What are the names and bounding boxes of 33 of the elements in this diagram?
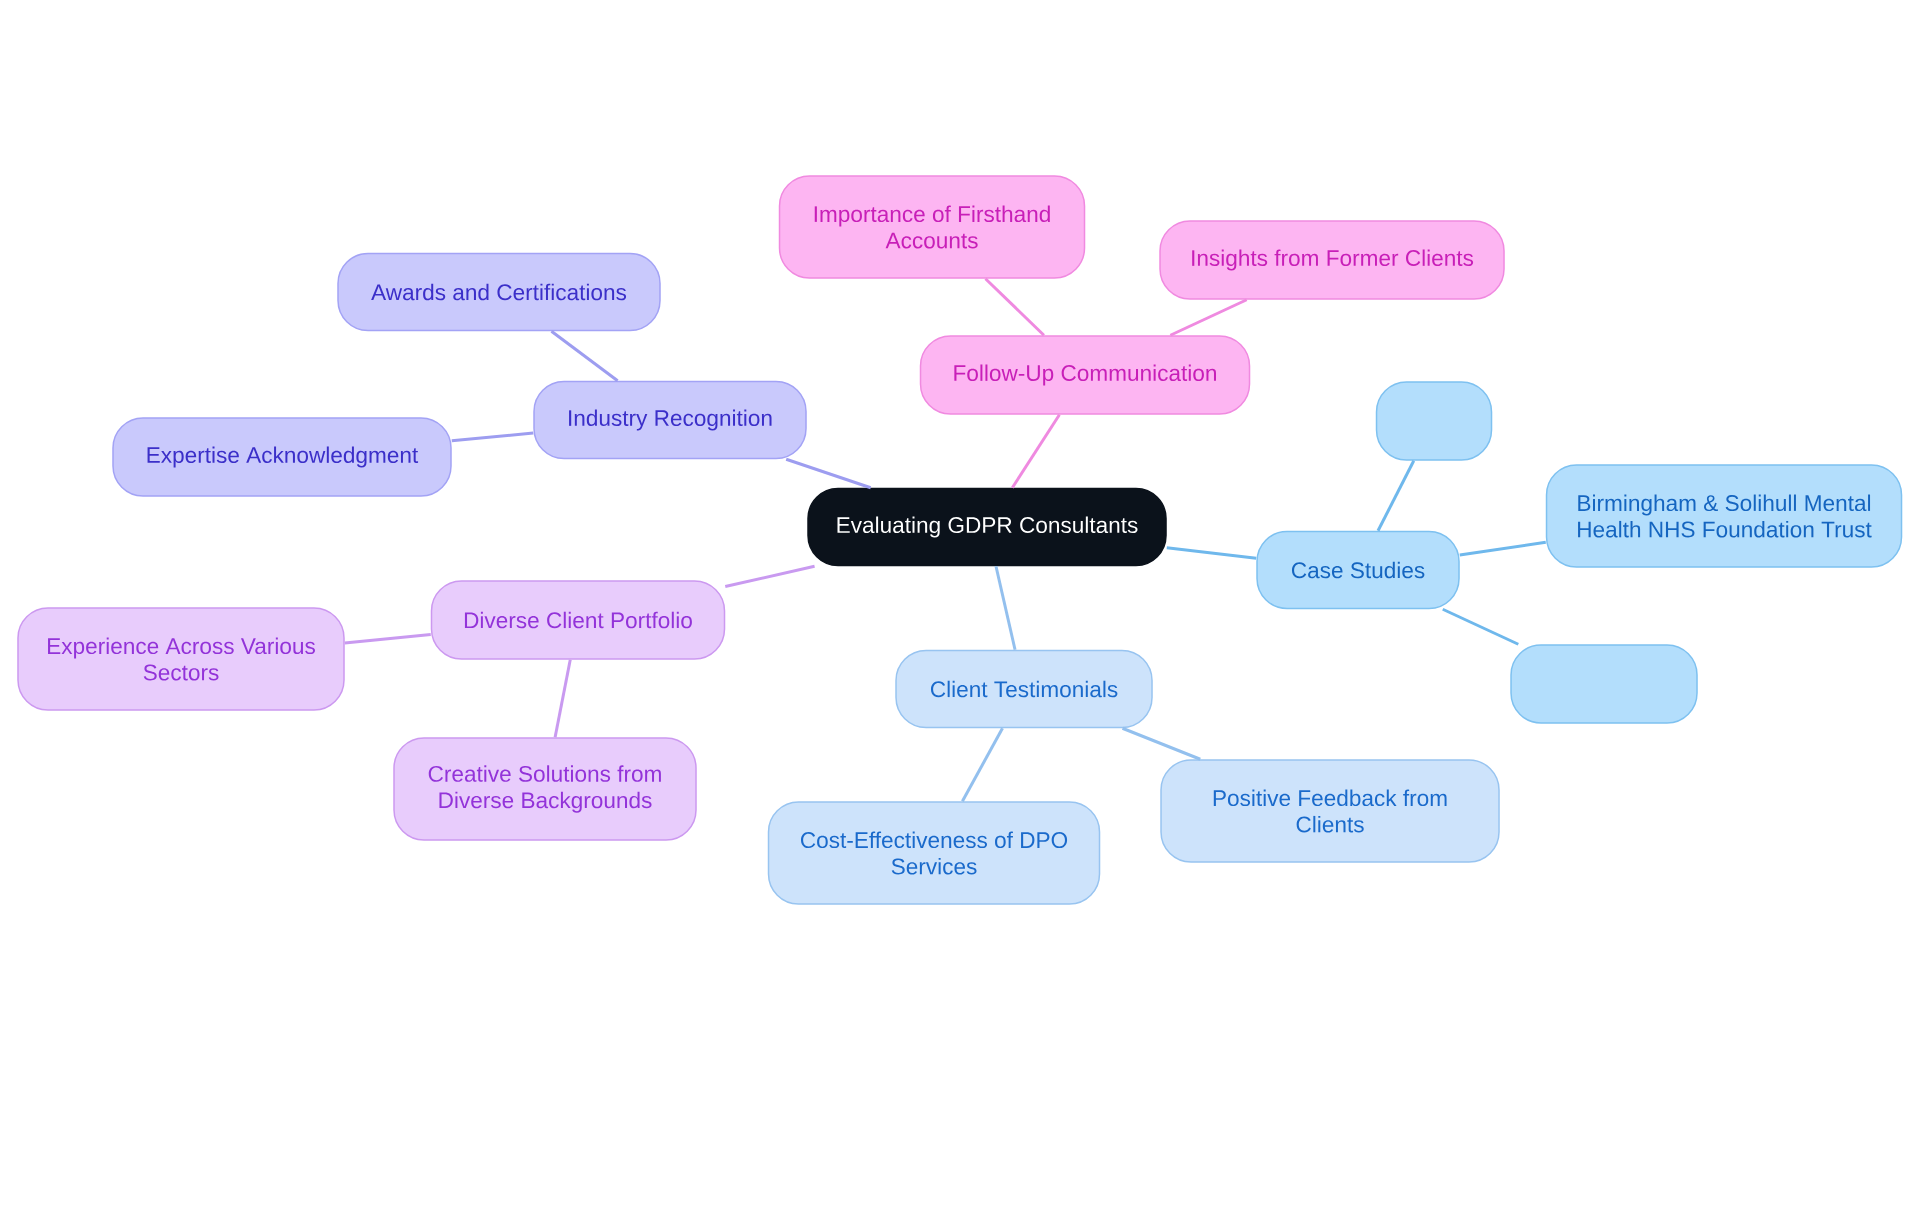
- connector-line: [1166, 546, 1257, 560]
- topic-box: Diverse Client Portfolio: [430, 580, 726, 660]
- topic-box: Client Testimonials: [895, 649, 1153, 729]
- connector-line: [724, 564, 815, 589]
- topic-box: Awards and Certifications: [337, 252, 661, 332]
- connector-line: [785, 457, 872, 490]
- connector-line: [1459, 540, 1546, 557]
- topic-box: Industry Recognition: [533, 380, 807, 460]
- connector-line: [984, 277, 1045, 337]
- topic-box: Cost-Effectiveness of DPO Services: [767, 801, 1101, 905]
- central-topic-box: Evaluating GDPR Consultants: [807, 487, 1167, 567]
- topic-box: Expertise Acknowledgment: [112, 417, 452, 497]
- rounded-box: [1375, 381, 1493, 461]
- topic-box: Experience Across Various Sectors: [17, 607, 345, 711]
- rounded-box: [1510, 644, 1698, 724]
- connector-line: [553, 659, 572, 738]
- topic-box: Creative Solutions from Diverse Backgrounds: [393, 737, 697, 841]
- topic-box: Importance of Firsthand Accounts: [778, 175, 1086, 279]
- topic-box: Positive Feedback from Clients: [1160, 759, 1500, 863]
- connector-line: [451, 431, 534, 443]
- connector-line: [1011, 413, 1061, 489]
- connector-line: [1121, 726, 1201, 761]
- connector-line: [344, 632, 431, 645]
- topic-box: Birmingham & Solihull Mental Health NHS Foundation Trust: [1545, 464, 1903, 568]
- connector-line: [1442, 607, 1519, 646]
- topic-box: Insights from Former Clients: [1159, 220, 1505, 300]
- connector-line: [1376, 460, 1416, 532]
- connector-line: [961, 727, 1004, 802]
- connector-line: [1169, 298, 1248, 337]
- topic-box: Follow-Up Communication: [919, 335, 1251, 415]
- connector-line: [550, 330, 619, 382]
- topic-box: Case Studies: [1256, 530, 1460, 610]
- connector-line: [994, 565, 1017, 651]
